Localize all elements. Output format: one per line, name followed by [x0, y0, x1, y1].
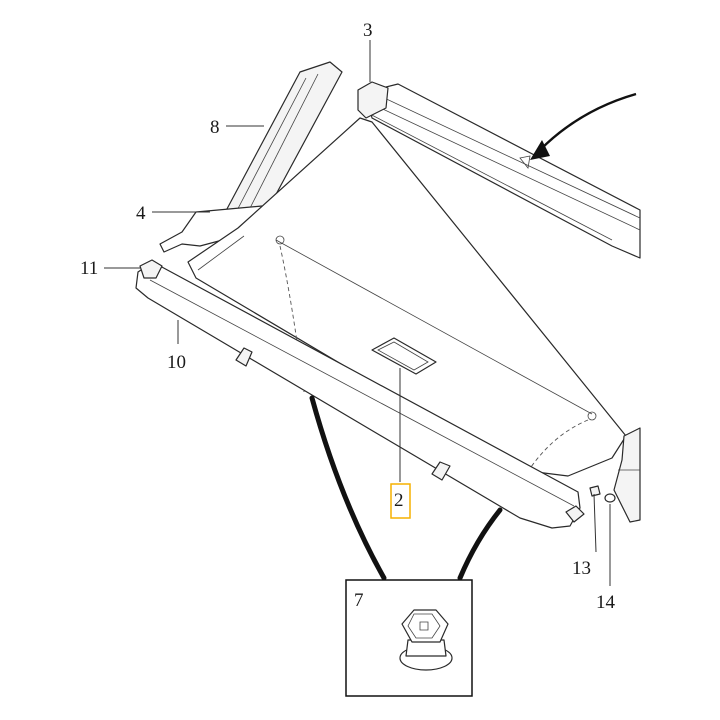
inset-pointer-right — [457, 507, 503, 581]
callout-10: 10 — [167, 352, 186, 373]
front-trim-strip — [135, 263, 585, 529]
direction-arrowhead — [530, 140, 550, 160]
washer-14 — [604, 493, 616, 503]
callout-4: 4 — [136, 203, 146, 224]
plug-11 — [139, 259, 163, 279]
callout-14: 14 — [596, 592, 616, 613]
callout-2: 2 — [394, 490, 404, 511]
callout-13: 13 — [572, 558, 591, 579]
callout-8: 8 — [210, 117, 220, 138]
inset-box — [345, 579, 473, 697]
direction-arrow — [539, 92, 637, 151]
screw-13 — [589, 485, 601, 497]
callout-3: 3 — [363, 20, 373, 41]
inset-pointer-left — [309, 395, 387, 581]
highlight-box-2 — [390, 483, 411, 519]
cover-housing — [357, 81, 641, 259]
clip-fastener-7 — [399, 609, 453, 671]
leader-13 — [593, 493, 597, 553]
callout-11: 11 — [80, 258, 98, 279]
callout-7: 7 — [354, 590, 364, 611]
right-bracket — [613, 427, 641, 523]
